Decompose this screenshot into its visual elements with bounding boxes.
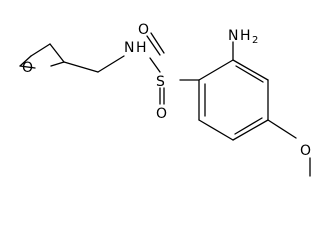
bond-ring-c1-c2 <box>198 59 234 81</box>
amine-h-label: H <box>240 28 251 44</box>
bond-ring-c5-c6 <box>198 119 234 141</box>
ring-oxygen-label: O <box>22 60 33 76</box>
sulfonamide-n-label: N <box>124 40 134 56</box>
bond-ring-c2-c3-inner <box>235 65 264 83</box>
bond-thf-c3-o <box>50 61 65 67</box>
bond-thf-c1-c2 <box>30 43 51 57</box>
bond-ring-o-methoxy <box>267 119 297 139</box>
bond-ring-c4-c5 <box>232 119 269 141</box>
bond-ring-c4-c5-inner <box>234 117 263 135</box>
methoxy-oxygen-label: O <box>300 143 311 159</box>
bond-ch2-nh <box>97 55 125 73</box>
bond-thf-c2-c3 <box>49 43 65 63</box>
molecule-diagram: O N H S O O N H 2 O <box>19 22 311 177</box>
sulfonyl-o-bottom-label: O <box>156 106 167 122</box>
bond-thf-o-c1 <box>19 55 32 67</box>
amine-n-label: N <box>228 28 238 44</box>
bond-c3-ch2 <box>63 61 99 73</box>
sulfonyl-o-top-label: O <box>138 22 149 38</box>
sulfur-label: S <box>156 74 165 90</box>
amine-h-count-label: 2 <box>252 35 258 46</box>
bond-nh-s <box>149 57 161 73</box>
bond-s-o-top-a <box>146 35 161 56</box>
structure-drawing: O N H S O O N H 2 O <box>19 22 311 177</box>
bond-ring-c2-c3 <box>232 59 269 81</box>
sulfonamide-h-label: H <box>136 40 147 56</box>
bond-s-o-top-b <box>150 32 165 54</box>
bond-thf-o-left <box>19 65 36 69</box>
